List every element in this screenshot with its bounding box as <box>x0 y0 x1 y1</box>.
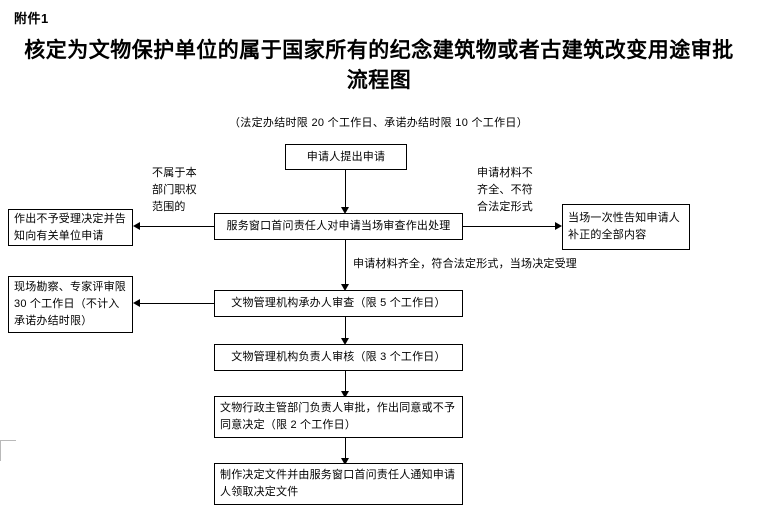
node-head-verify[interactable]: 文物管理机构负责人审核（限 3 个工作日） <box>214 344 463 371</box>
page-crop-mark <box>0 440 16 461</box>
attachment-label: 附件1 <box>14 11 49 26</box>
node-issue-document[interactable]: 制作决定文件并由服务窗口首问责任人通知申请人领取决定文件 <box>214 463 463 505</box>
node-site-survey[interactable]: 现场勘察、专家评审限 30 个工作日（不计入承诺办结时限） <box>8 276 133 333</box>
arrowhead-officer-to-survey <box>133 299 140 307</box>
node-dept-approve[interactable]: 文物行政主管部门负责人审批，作出同意或不予同意决定（限 2 个工作日） <box>214 396 463 438</box>
node-officer-review[interactable]: 文物管理机构承办人审查（限 5 个工作日） <box>214 290 463 317</box>
connector-head-to-approve <box>345 371 346 395</box>
arrowhead-window-to-reject <box>133 222 140 230</box>
edge-label-incomplete-materials: 申请材料不 齐全、不符 合法定形式 <box>477 167 533 213</box>
arrowhead-submit-to-window <box>341 207 349 214</box>
connector-window-to-reject <box>140 226 214 227</box>
connector-window-to-officer <box>345 240 346 288</box>
connector-submit-to-window <box>345 170 346 211</box>
connector-officer-to-head <box>345 317 346 342</box>
connector-window-to-supplement <box>463 226 555 227</box>
arrowhead-head-to-approve <box>341 391 349 398</box>
arrowhead-officer-to-head <box>341 338 349 345</box>
arrowhead-window-to-supplement <box>555 222 562 230</box>
node-window-review[interactable]: 服务窗口首问责任人对申请当场审查作出处理 <box>214 213 463 240</box>
connector-approve-to-issue <box>345 438 346 462</box>
page-title: 核定为文物保护单位的属于国家所有的纪念建筑物或者古建筑改变用途审批流程图 <box>24 39 734 92</box>
edge-label-out-of-scope: 不属于本 部门职权 范围的 <box>152 167 197 213</box>
edge-label-accepted: 申请材料齐全，符合法定形式，当场决定受理 <box>353 258 577 270</box>
node-reject-notice[interactable]: 作出不予受理决定并告知向有关单位申请 <box>8 209 133 246</box>
time-limit-subtitle: （法定办结时限 20 个工作日、承诺办结时限 10 个工作日） <box>229 117 528 129</box>
arrowhead-window-to-officer <box>341 284 349 291</box>
connector-officer-to-survey <box>140 303 214 304</box>
arrowhead-approve-to-issue <box>341 458 349 465</box>
node-applicant-submit[interactable]: 申请人提出申请 <box>285 144 407 170</box>
node-supplement-notice[interactable]: 当场一次性告知申请人补正的全部内容 <box>562 204 690 250</box>
